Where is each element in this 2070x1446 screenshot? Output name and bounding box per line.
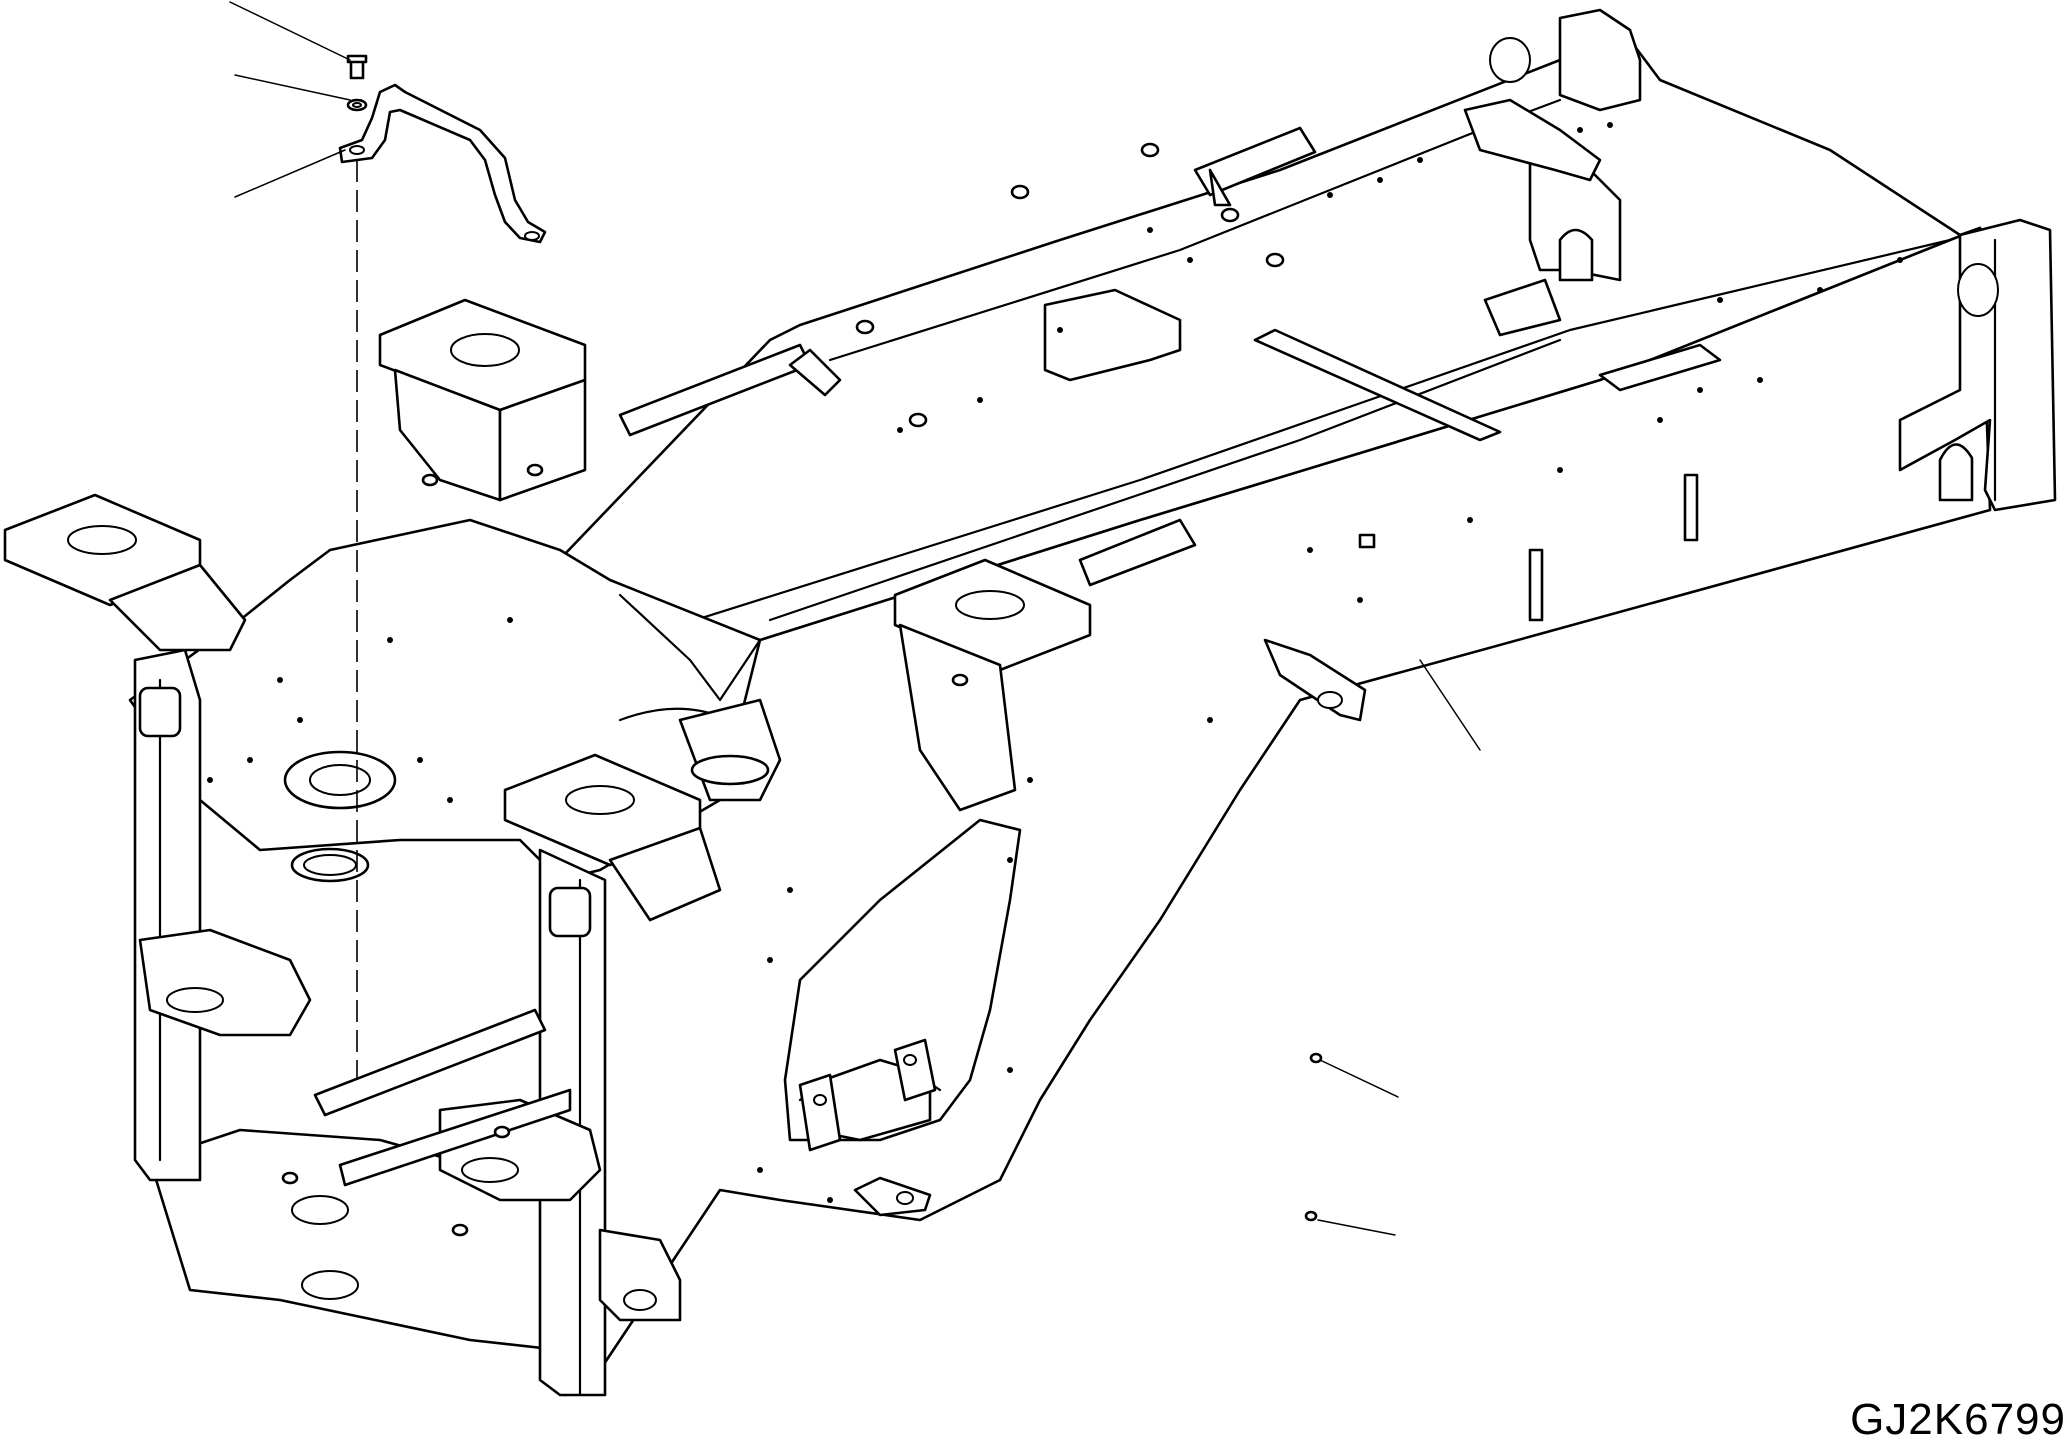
pin-icon (1304, 1210, 1318, 1222)
main-frame (538, 8, 2057, 1397)
stay-bracket-group (338, 54, 547, 1080)
front-structure (3, 298, 1197, 1397)
side-opening (783, 818, 1022, 1142)
drawing-code: GJ2K6799 (1850, 1395, 2066, 1444)
bolt-heads (281, 142, 1285, 1237)
cross-member (1253, 328, 1502, 442)
rear-upright (1898, 218, 2057, 512)
stay-bracket (338, 83, 547, 244)
top-rail (538, 28, 1982, 702)
leader-lines (229, 1, 1481, 1236)
pin-parts (1304, 1052, 1323, 1222)
pin-icon (1309, 1052, 1323, 1064)
bolt-icon (346, 54, 368, 80)
hole-dots (207, 122, 1903, 1203)
rear-post (1558, 8, 1642, 112)
